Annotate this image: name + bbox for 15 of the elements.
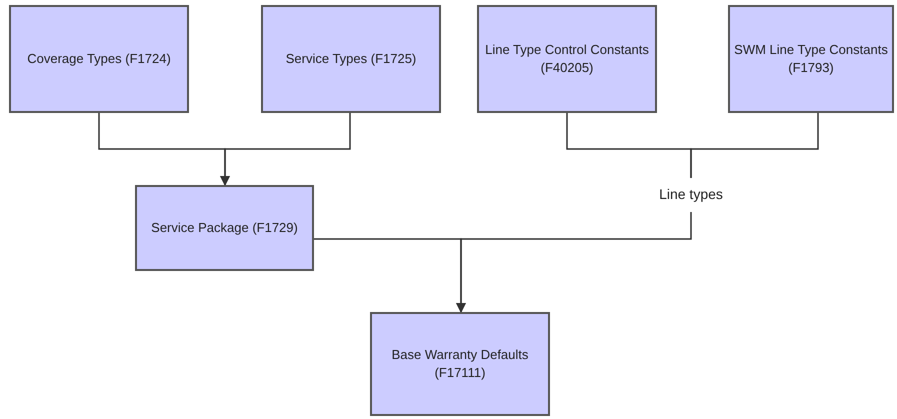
box-label: Service Package (F1729) (151, 218, 298, 237)
box-label: Coverage Types (F1724) (27, 50, 171, 68)
box-label: Line Type Control Constants (F40205) (484, 40, 650, 77)
table-box (370, 312, 550, 416)
connector-line (314, 238, 466, 313)
box-label: Service Types (F1725) (286, 50, 416, 68)
connector-line (690, 113, 819, 178)
table-box (477, 5, 657, 113)
table-box (135, 185, 314, 271)
box-label: SWM Line Type Constants (F1793) (734, 40, 888, 77)
box-label: Base Warranty Defaults (F17111) (390, 346, 530, 382)
table-box (261, 5, 441, 113)
connector-line (220, 113, 351, 186)
table-box (9, 5, 189, 113)
table-box (728, 5, 894, 113)
